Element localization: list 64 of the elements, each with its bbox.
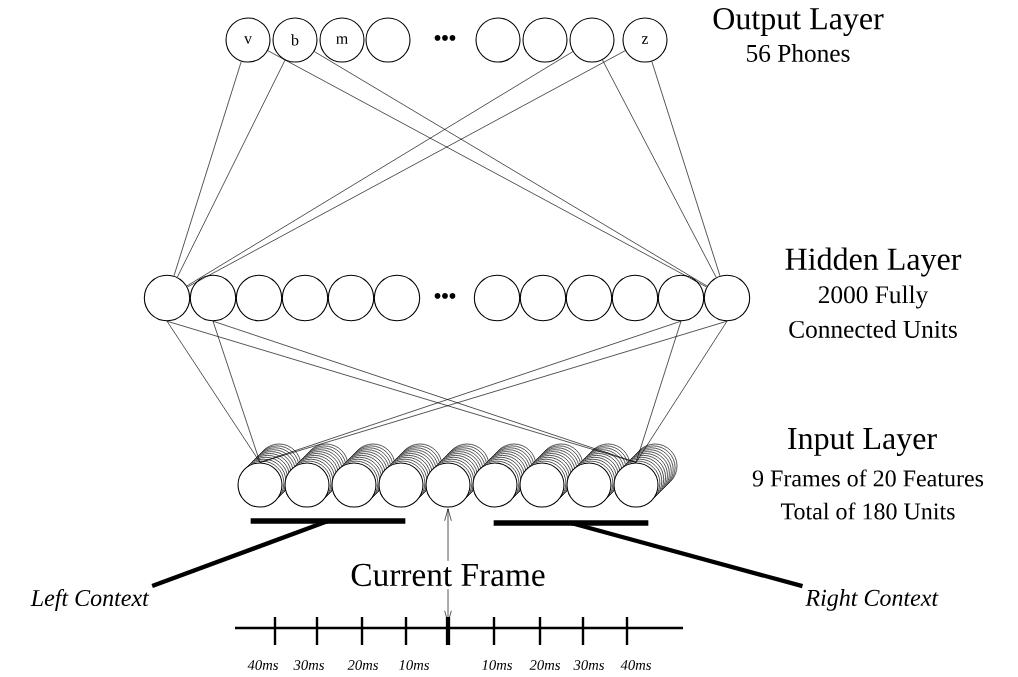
input-unit — [566, 462, 612, 508]
hidden-unit — [189, 274, 237, 322]
current-frame-label: Current Frame — [351, 563, 545, 587]
layer-title: Output Layer — [713, 7, 884, 37]
tick-label: 10ms — [399, 660, 430, 670]
input-unit — [378, 462, 424, 508]
connection-line — [635, 320, 728, 463]
tick-label: 10ms — [482, 660, 513, 670]
hidden-unit — [611, 274, 659, 322]
layer-title: Hidden Layer — [785, 247, 962, 277]
context-label: Right Context — [805, 589, 939, 611]
input-unit — [519, 462, 565, 508]
context-bar — [493, 520, 649, 526]
arrow — [444, 508, 452, 562]
input-unit — [472, 462, 518, 508]
hidden-unit — [373, 274, 421, 322]
hidden-unit — [565, 274, 613, 322]
context-bar — [250, 518, 406, 524]
output-unit — [475, 17, 521, 63]
output-unit: m — [319, 17, 365, 63]
output-unit: z — [622, 17, 668, 63]
connection-line — [166, 320, 261, 463]
connection-line — [173, 61, 242, 277]
leader-line — [570, 520, 804, 589]
output-unit: b — [272, 17, 318, 63]
tick-label: 40ms — [247, 660, 279, 670]
context-label: Left Context — [30, 589, 150, 611]
hidden-unit — [235, 274, 283, 322]
output-unit — [522, 17, 568, 63]
connection-line — [635, 320, 682, 463]
input-unit — [425, 462, 471, 508]
output-unit — [365, 17, 411, 63]
hidden-unit — [327, 274, 375, 322]
ellipsis: ••• — [434, 35, 456, 41]
layer-description: Total of 180 Units — [780, 502, 955, 520]
tick-label: 30ms — [573, 660, 605, 670]
tick-label: 20ms — [529, 660, 561, 670]
layer-description: 9 Frames of 20 Features — [752, 469, 984, 487]
hidden-unit — [657, 274, 705, 322]
input-unit — [331, 462, 377, 508]
connection-line — [651, 61, 721, 277]
layer-title: Input Layer — [788, 428, 937, 456]
layer-description: 56 Phones — [747, 44, 850, 62]
tick-label: 40ms — [620, 660, 652, 670]
hidden-unit — [473, 274, 521, 322]
hidden-unit — [281, 274, 329, 322]
output-unit — [569, 17, 615, 63]
layer-description: 2000 Fully — [818, 285, 929, 309]
leader-line — [151, 519, 329, 589]
hidden-unit — [143, 274, 191, 322]
input-unit — [284, 462, 330, 508]
input-unit — [237, 462, 283, 508]
tick-label: 20ms — [347, 660, 379, 670]
ellipsis: ••• — [434, 293, 456, 299]
output-unit: v — [225, 17, 271, 63]
connection-line — [602, 59, 717, 278]
layer-description: Connected Units — [789, 320, 957, 338]
connection-line — [212, 320, 261, 463]
hidden-unit — [519, 274, 567, 322]
hidden-unit — [703, 274, 751, 322]
arrow — [444, 588, 452, 624]
connection-line — [177, 59, 286, 278]
tick-label: 30ms — [293, 660, 325, 670]
input-unit — [613, 462, 659, 508]
